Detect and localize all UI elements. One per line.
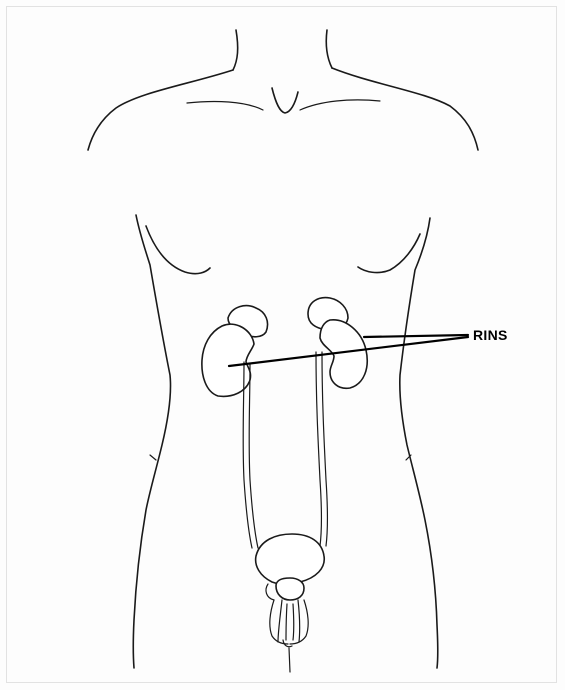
left-pectoral-line: [146, 226, 210, 274]
kidneys-label: RINS: [473, 327, 508, 343]
left-torso-side: [133, 215, 170, 668]
neck-left-line: [233, 30, 238, 70]
leader-line-right-kidney: [364, 335, 468, 337]
urethra-inner-left: [286, 604, 287, 640]
right-ureter-outer: [322, 352, 328, 546]
right-clavicle-line: [300, 100, 380, 110]
midline-lower: [289, 648, 290, 672]
prostate: [276, 578, 304, 600]
right-torso-side: [400, 218, 438, 668]
right-ureter-inner: [316, 352, 322, 546]
left-shoulder-line: [88, 70, 233, 150]
left-ureter-outer: [243, 362, 252, 548]
urethra-outer-right: [298, 600, 300, 642]
right-pectoral-line: [358, 234, 420, 273]
urethra-inner-right: [293, 604, 294, 640]
left-ureter-inner: [249, 364, 258, 548]
neck-right-line: [326, 30, 332, 68]
left-kidney: [202, 324, 254, 396]
prostate-right-lobe: [266, 584, 274, 600]
right-shoulder-line: [332, 68, 478, 150]
urethra-outer-left: [278, 600, 282, 642]
suprasternal-notch: [272, 88, 298, 113]
left-waist-mark: [150, 455, 156, 460]
genital-tip: [283, 640, 292, 647]
left-clavicle-line: [187, 101, 263, 110]
